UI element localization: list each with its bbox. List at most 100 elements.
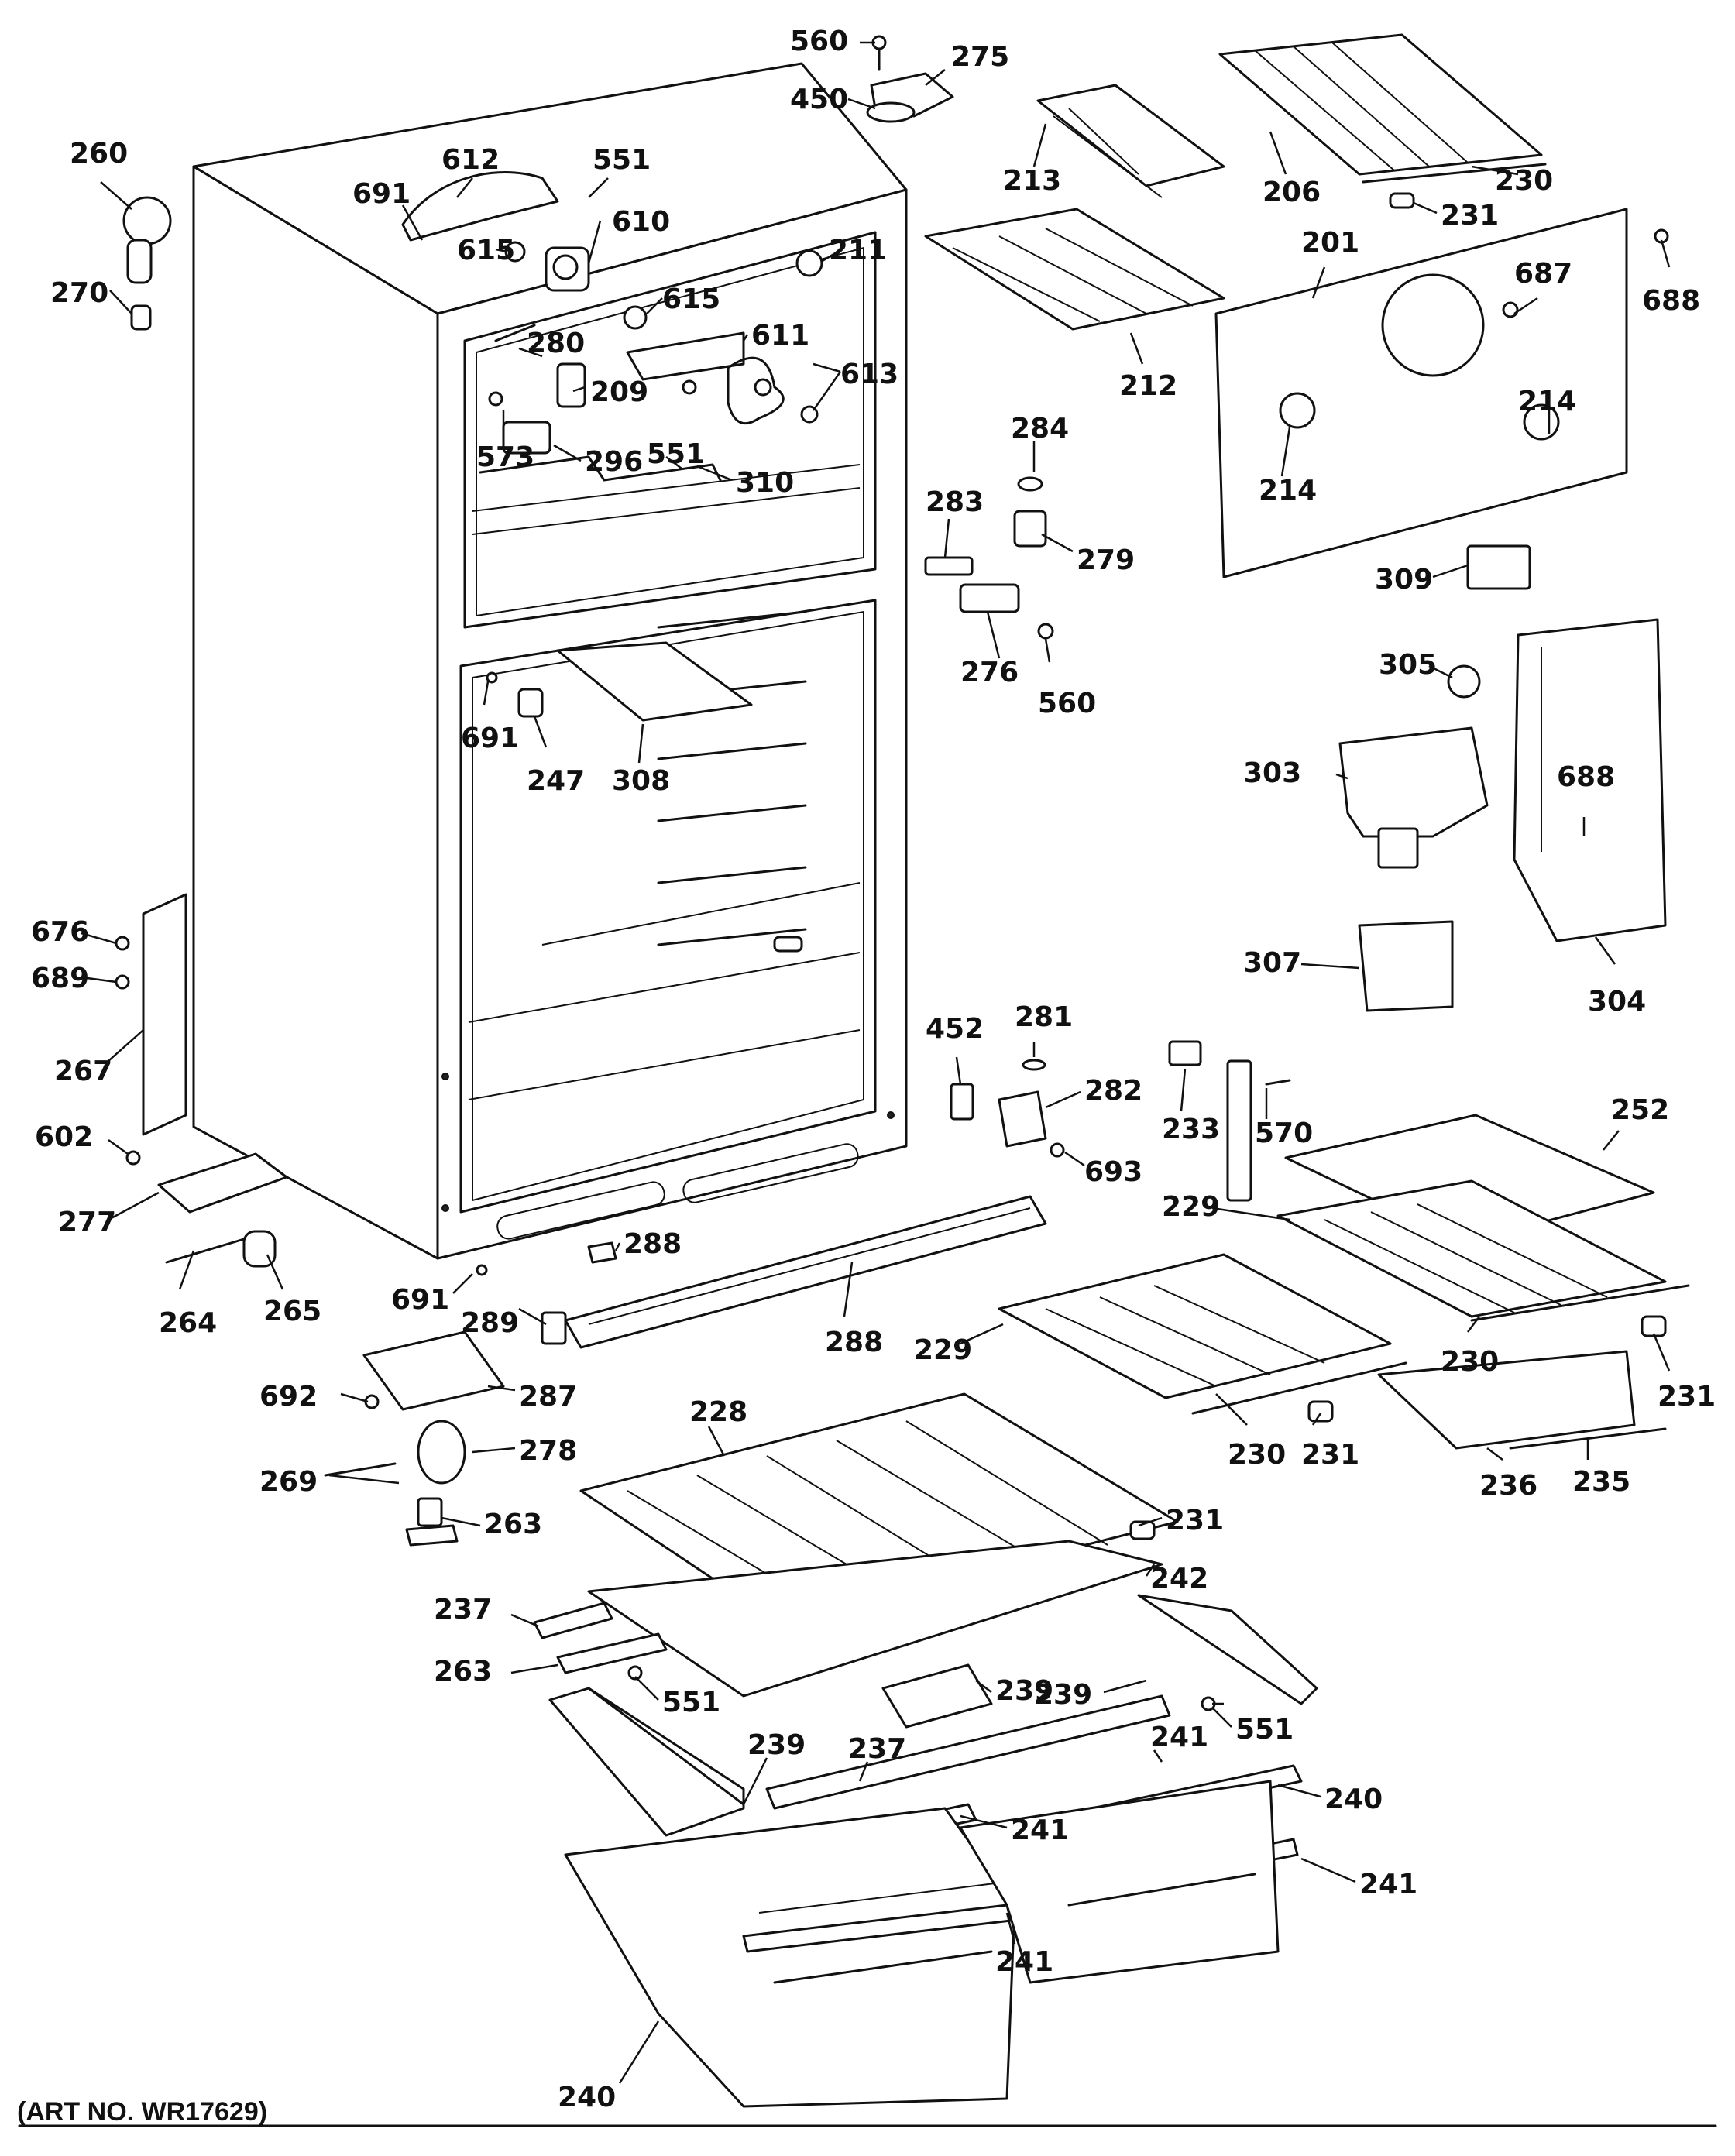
small-parts-right [924,476,1531,640]
part-label-688: 688 [1557,761,1615,793]
part-label-237: 237 [848,1733,906,1765]
shelf-wire-left [998,1253,1407,1415]
crisper-drawer-left [564,1807,1016,2108]
part-label-296: 296 [585,446,643,478]
part-label-236: 236 [1479,1470,1537,1502]
left-side-parts [115,196,288,1268]
part-label-201: 201 [1301,227,1359,259]
part-label-241: 241 [1359,1869,1417,1900]
part-label-289: 289 [461,1307,519,1339]
part-label-267: 267 [54,1056,112,1087]
part-label-265: 265 [263,1296,321,1327]
part-label-231: 231 [1166,1505,1224,1536]
part-label-560: 560 [1038,688,1096,719]
grille-bar [564,1195,1047,1349]
part-label-280: 280 [527,328,585,359]
part-label-276: 276 [960,657,1019,688]
part-label-691: 691 [352,178,411,210]
part-label-611: 611 [751,320,809,352]
part-label-260: 260 [70,138,128,170]
freezer-parts [401,171,823,482]
part-label-213: 213 [1003,165,1061,197]
part-label-305: 305 [1379,649,1437,681]
part-label-288: 288 [624,1228,682,1260]
part-label-231: 231 [1441,200,1499,232]
part-label-284: 284 [1011,413,1069,445]
leader-lines [81,41,1671,2084]
part-label-263: 263 [434,1656,492,1687]
part-labels: 560 275 450 213 206 230 231 201 688 687 … [31,26,1716,2113]
part-label-209: 209 [590,376,648,408]
fresh-food-parts [486,641,803,953]
part-label-613: 613 [840,359,898,390]
part-label-283: 283 [926,486,984,518]
part-label-688: 688 [1642,285,1700,317]
part-label-242: 242 [1150,1563,1208,1595]
part-label-551: 551 [1235,1714,1294,1746]
part-label-206: 206 [1263,177,1321,208]
part-label-450: 450 [790,84,848,115]
part-label-452: 452 [926,1013,984,1045]
part-label-270: 270 [50,277,108,309]
part-label-228: 228 [689,1396,747,1428]
part-label-252: 252 [1611,1094,1669,1126]
part-label-304: 304 [1588,986,1646,1018]
part-label-691: 691 [391,1284,449,1316]
part-label-263: 263 [484,1509,542,1540]
part-label-231: 231 [1658,1381,1716,1413]
shelf-wire-right [1276,1179,1690,1322]
part-label-241: 241 [1150,1722,1208,1753]
ice-tray [1036,84,1225,198]
crisper-glass-242 [587,1540,1163,1698]
lower-hinge-parts [324,1264,567,1547]
door-stops [950,1040,1291,1202]
part-label-214: 214 [1518,386,1576,417]
part-label-560: 560 [790,26,848,57]
part-label-240: 240 [1324,1784,1383,1815]
ice-rack [1218,33,1547,209]
part-label-310: 310 [736,467,794,499]
part-label-241: 241 [995,1946,1053,1978]
part-label-277: 277 [58,1207,116,1238]
part-label-689: 689 [31,963,89,994]
part-label-269: 269 [259,1466,318,1498]
part-label-692: 692 [259,1381,318,1413]
evaporator-cover [1214,208,1669,578]
part-label-214: 214 [1259,475,1317,506]
part-label-211: 211 [829,235,887,266]
part-label-229: 229 [914,1334,972,1366]
part-label-282: 282 [1084,1075,1142,1107]
part-label-229: 229 [1162,1191,1220,1223]
part-label-551: 551 [593,144,651,176]
part-label-281: 281 [1015,1001,1073,1033]
part-label-235: 235 [1572,1466,1630,1498]
part-label-615: 615 [662,283,720,315]
part-label-237: 237 [434,1594,492,1626]
part-label-288: 288 [825,1327,883,1358]
part-label-241: 241 [1011,1814,1069,1846]
crisper-drawer-right [959,1780,1280,1984]
part-label-676: 676 [31,916,89,948]
art-number-caption: (ART NO. WR17629) [17,2097,267,2127]
part-label-551: 551 [662,1687,720,1718]
part-label-233: 233 [1162,1114,1220,1145]
part-label-212: 212 [1119,370,1177,402]
part-label-264: 264 [159,1307,217,1339]
part-label-247: 247 [527,765,585,797]
freezer-shelf [924,208,1225,331]
part-label-275: 275 [951,41,1009,73]
part-label-612: 612 [441,144,500,176]
part-label-309: 309 [1375,564,1433,596]
part-label-573: 573 [476,441,534,473]
part-label-239: 239 [995,1675,1053,1707]
part-label-570: 570 [1255,1117,1313,1149]
part-label-551: 551 [647,438,705,470]
part-label-308: 308 [612,765,670,797]
meat-pan [1307,1315,1667,1450]
part-label-307: 307 [1243,947,1301,979]
part-label-230: 230 [1228,1439,1286,1471]
part-label-615: 615 [457,235,515,266]
dispenser-parts [1338,618,1667,1012]
part-label-230: 230 [1441,1346,1499,1378]
